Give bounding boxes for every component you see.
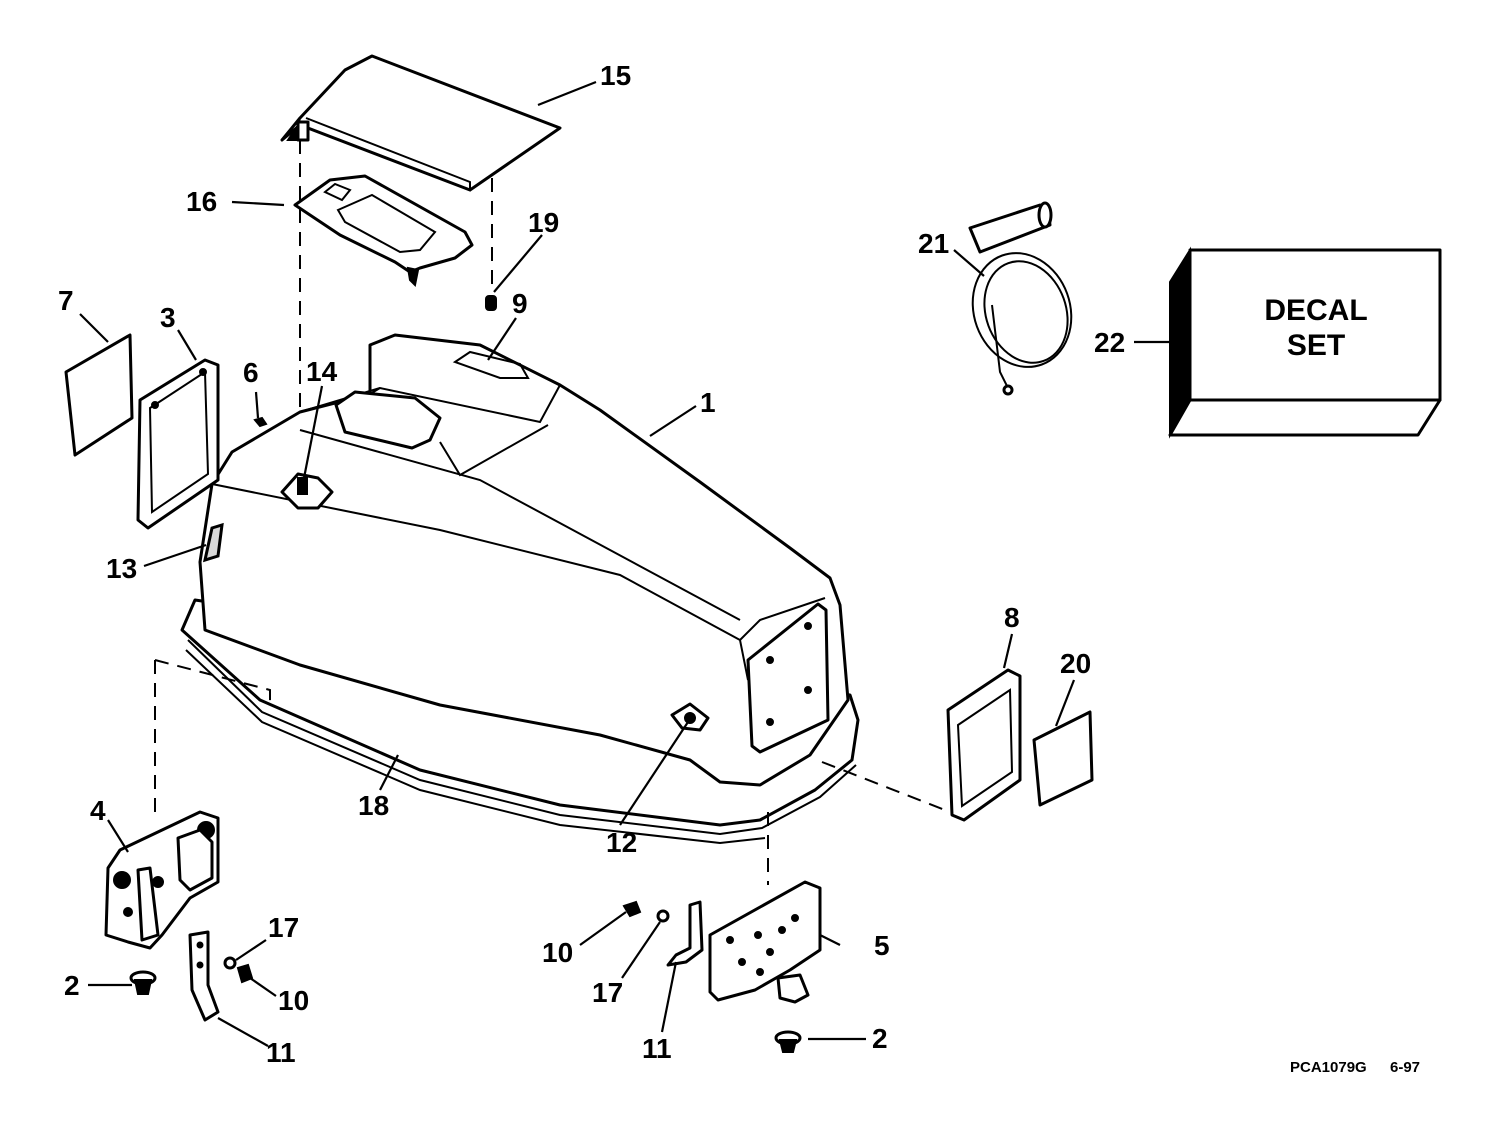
part-20-label — [1032, 710, 1094, 807]
callout-21: 21 — [918, 228, 949, 259]
callout-20: 20 — [1060, 648, 1091, 679]
part-6-screw — [253, 416, 268, 428]
part-7-label — [64, 333, 134, 457]
footer-reference: PCA1079G 6-97 — [1290, 1059, 1420, 1076]
part-15-top-cover — [280, 54, 562, 192]
callout-9: 9 — [512, 288, 528, 319]
part-21-wire-coil — [968, 201, 1073, 396]
part-10-screw-left — [236, 963, 254, 984]
part-3-vent-frame — [136, 358, 220, 530]
callout-8: 8 — [1004, 602, 1020, 633]
part-5-bracket-plate — [708, 880, 822, 1004]
part-11-bracket-left — [188, 930, 220, 1022]
callout-10-left: 10 — [278, 985, 309, 1016]
part-2-grommet-right — [774, 1030, 802, 1053]
callout-14: 14 — [306, 356, 338, 387]
callout-11-right: 11 — [642, 1033, 672, 1064]
callout-17-left: 17 — [268, 912, 299, 943]
callout-1: 1 — [700, 387, 716, 418]
callout-18: 18 — [358, 790, 389, 821]
part-11-bracket-right — [666, 900, 704, 967]
callout-22: 22 — [1094, 327, 1125, 358]
callout-4: 4 — [90, 795, 106, 826]
callout-5: 5 — [874, 930, 890, 961]
callout-2-left: 2 — [64, 970, 80, 1001]
part-1-motor-cover — [180, 333, 860, 845]
decal-line-1: DECAL — [1264, 294, 1367, 327]
part-8-vent-frame — [946, 668, 1022, 822]
part-17-washer-left — [223, 956, 237, 970]
part-22-decal-box: DECAL SET — [1168, 246, 1442, 439]
part-code: PCA1079G — [1290, 1059, 1367, 1076]
assembly-lines — [154, 140, 951, 885]
callout-7: 7 — [58, 285, 74, 316]
callout-13: 13 — [106, 553, 137, 584]
leader-lines — [79, 80, 1170, 1047]
callout-10-right: 10 — [542, 937, 573, 968]
callout-3: 3 — [160, 302, 176, 333]
part-16-grommet-plate — [293, 174, 474, 288]
callout-15: 15 — [600, 60, 631, 91]
callout-16: 16 — [186, 186, 217, 217]
part-4-bracket — [104, 810, 220, 950]
callout-12: 12 — [606, 827, 637, 858]
part-17-washer-right — [656, 909, 670, 923]
part-19-screw — [485, 295, 497, 311]
part-2-grommet-left — [129, 970, 157, 995]
callout-17-right: 17 — [592, 977, 623, 1008]
callout-6: 6 — [243, 357, 259, 388]
part-10-screw-right — [622, 900, 642, 918]
callout-labels: 1 2 2 3 4 5 6 7 8 9 10 10 11 11 12 13 14… — [58, 60, 1125, 1068]
callout-11-left: 11 — [266, 1037, 296, 1068]
callout-2-right: 2 — [872, 1023, 888, 1054]
callout-19: 19 — [528, 207, 559, 238]
date-code: 6-97 — [1390, 1059, 1420, 1076]
decal-line-2: SET — [1287, 329, 1345, 362]
